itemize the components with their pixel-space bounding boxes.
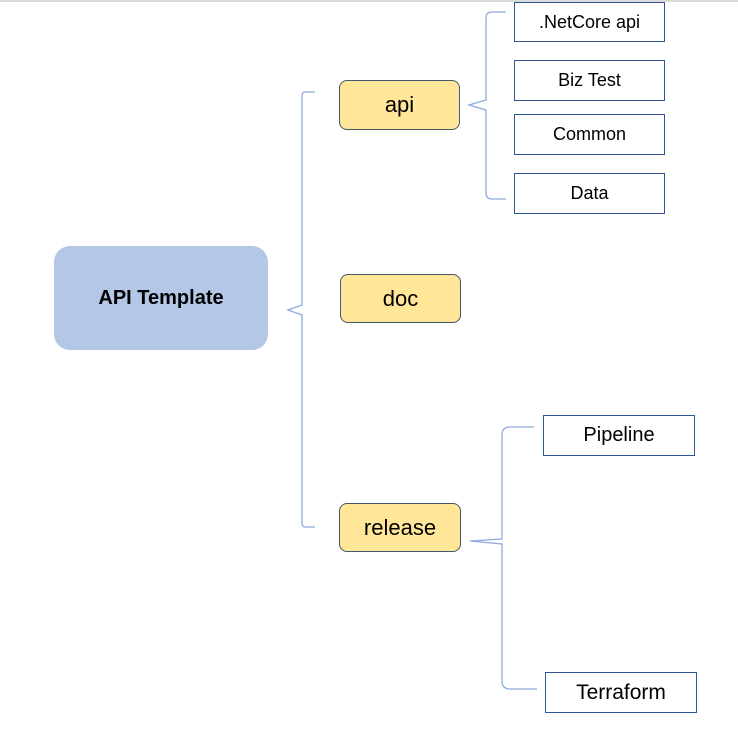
leaf-node-common[interactable]: Common bbox=[514, 114, 665, 155]
branch-node-api[interactable]: api bbox=[339, 80, 460, 130]
top-divider bbox=[0, 0, 738, 2]
branch-node-doc[interactable]: doc bbox=[340, 274, 461, 323]
branch-node-release[interactable]: release bbox=[339, 503, 461, 552]
root-brace bbox=[286, 91, 315, 528]
root-node-api-template[interactable]: API Template bbox=[54, 246, 268, 350]
release-brace bbox=[469, 426, 537, 690]
leaf-node-terraform[interactable]: Terraform bbox=[545, 672, 697, 713]
leaf-node-netcore-api[interactable]: .NetCore api bbox=[514, 2, 665, 42]
api-brace bbox=[466, 11, 506, 200]
leaf-node-data[interactable]: Data bbox=[514, 173, 665, 214]
leaf-node-biz-test[interactable]: Biz Test bbox=[514, 60, 665, 101]
leaf-node-pipeline[interactable]: Pipeline bbox=[543, 415, 695, 456]
